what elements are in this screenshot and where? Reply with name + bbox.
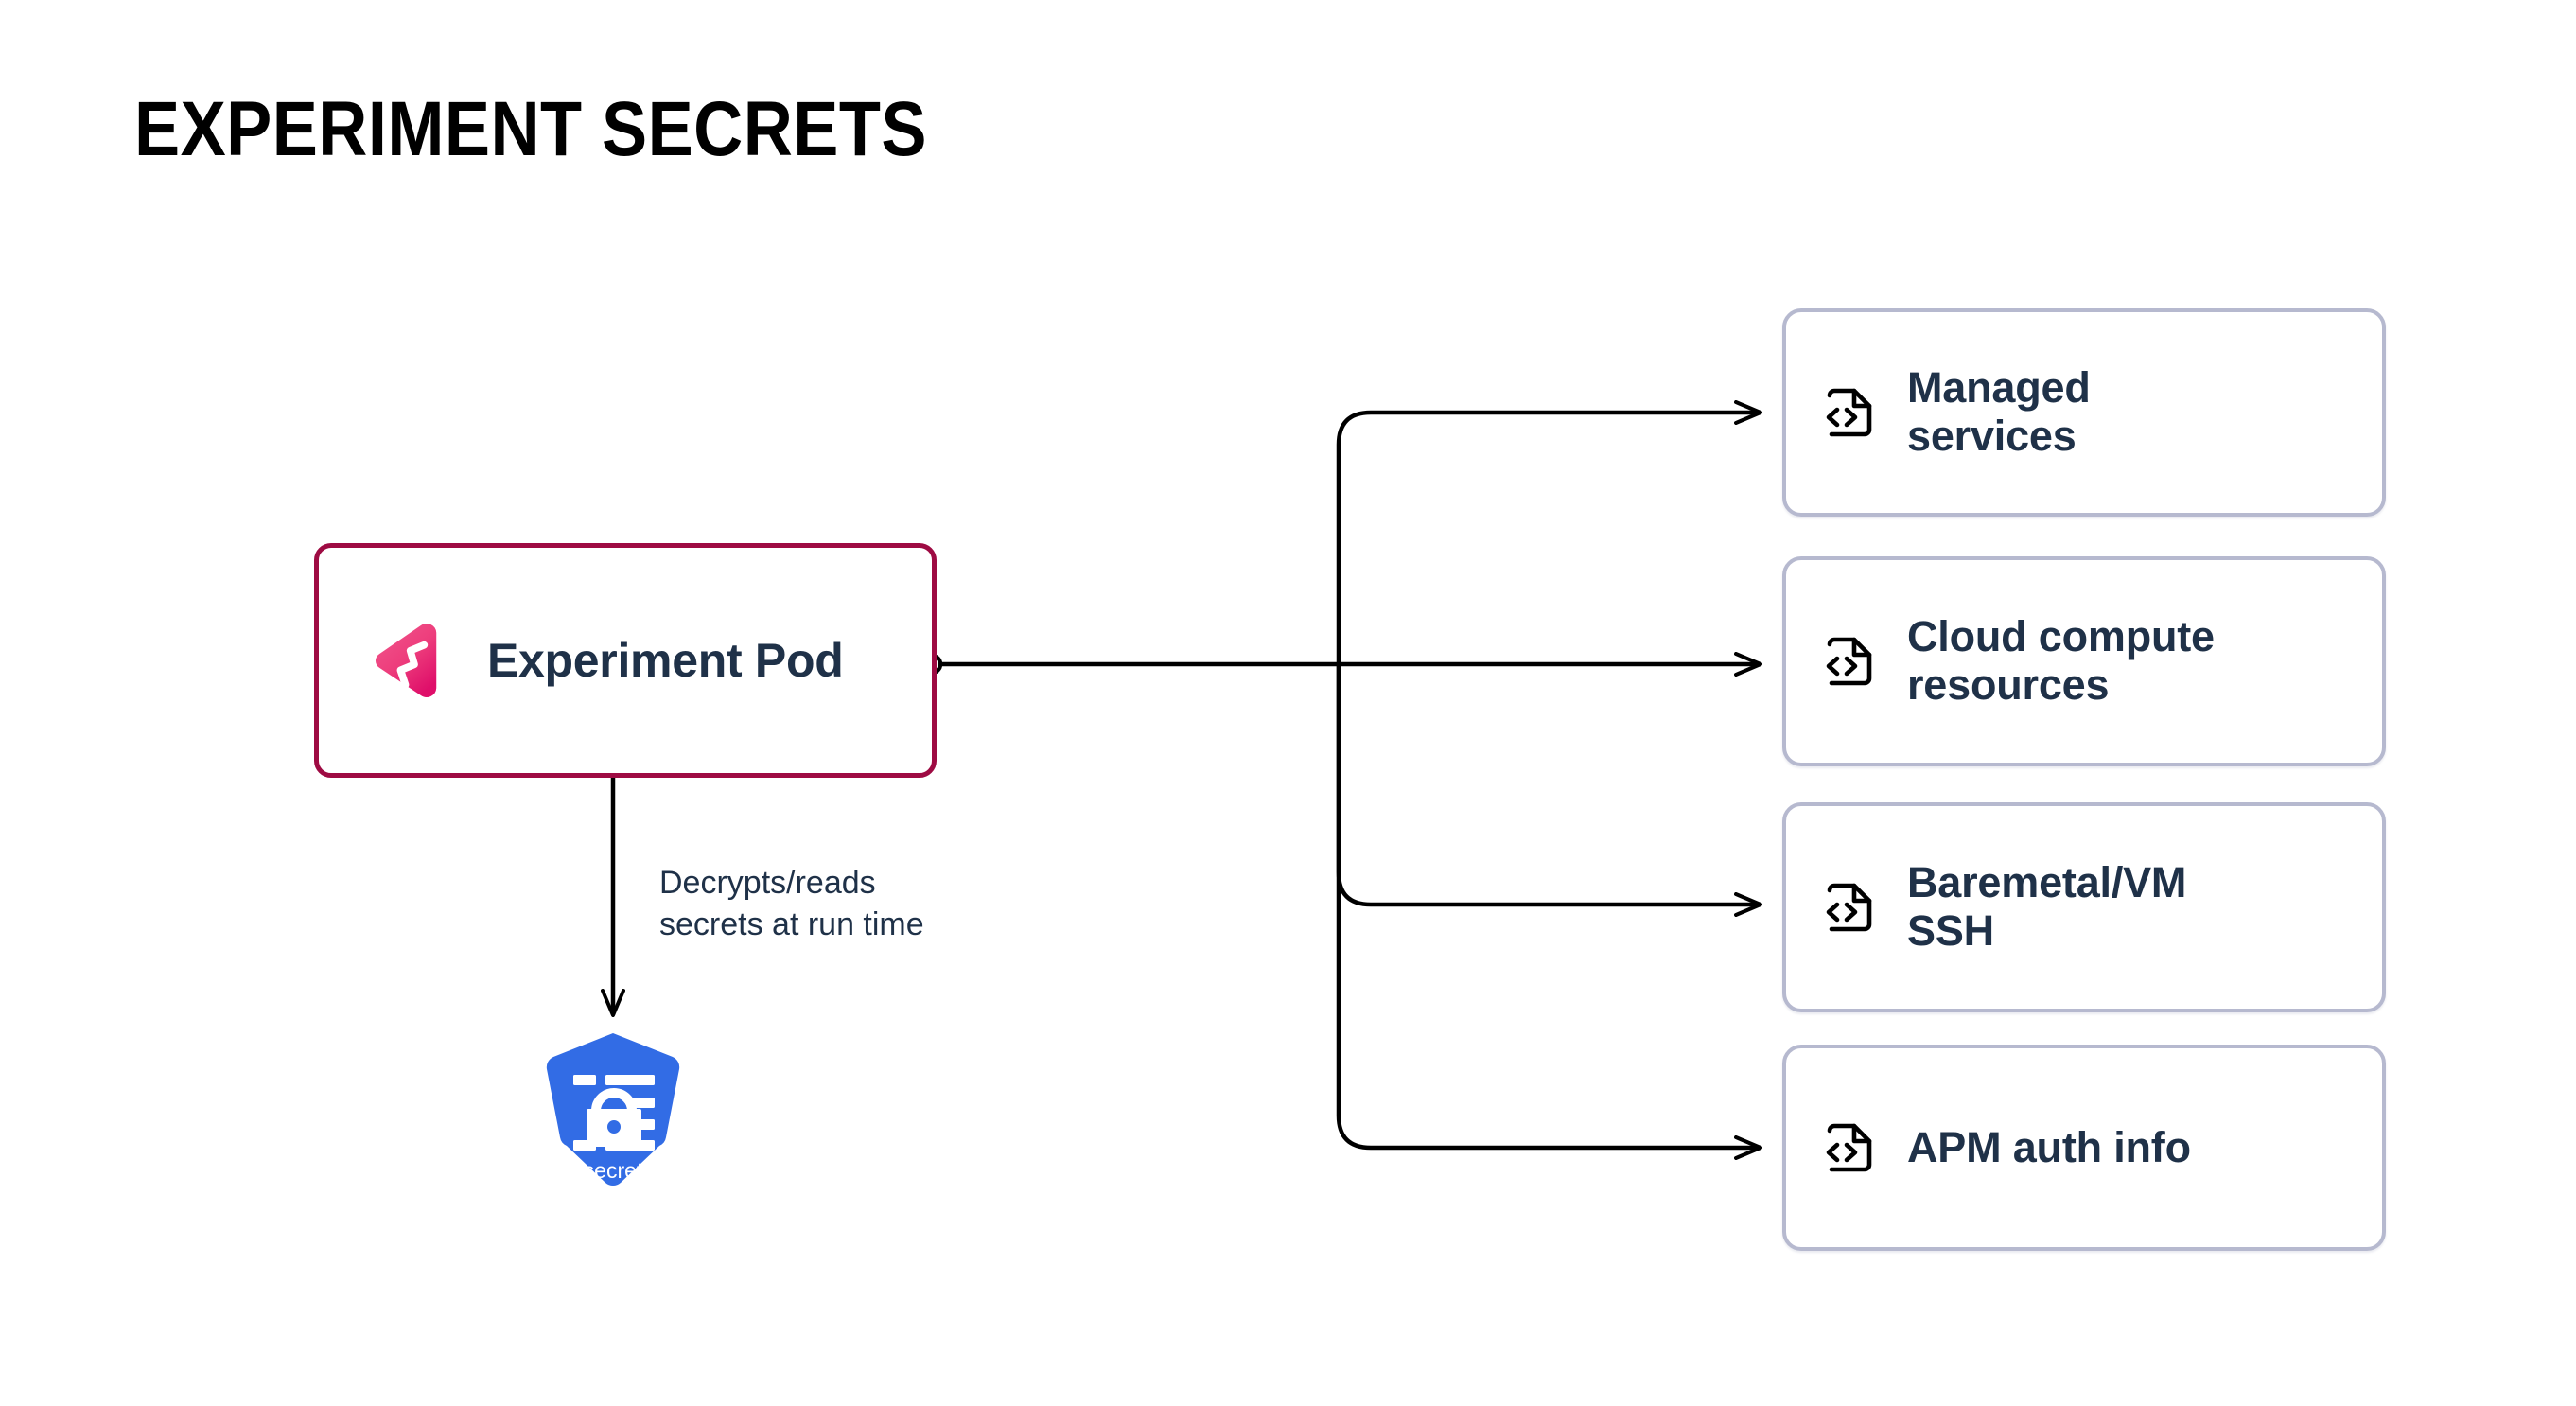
target-card-label-line-2: SSH <box>1907 906 1994 955</box>
edge-annotation-line-1: Decrypts/reads <box>659 865 876 901</box>
target-card-managed-services[interactable]: Managed services <box>1782 308 2386 517</box>
target-card-baremetal-vm-ssh[interactable]: Baremetal/VM SSH <box>1782 802 2386 1012</box>
file-code-icon <box>1820 878 1879 937</box>
file-code-icon <box>1820 632 1879 691</box>
edge-to-apm-auth <box>1336 661 1762 1160</box>
target-card-label-line-2: services <box>1907 412 2077 460</box>
target-card-label: Baremetal/VM SSH <box>1907 858 2187 956</box>
secret-label: secret <box>584 1158 643 1183</box>
target-card-apm-auth-info[interactable]: APM auth info <box>1782 1045 2386 1251</box>
kubernetes-secret-node[interactable]: secret <box>537 1031 689 1207</box>
target-card-label: Cloud compute resources <box>1907 612 2215 710</box>
target-card-label: Managed services <box>1907 363 2091 461</box>
edge-annotation-line-2: secrets at run time <box>659 905 924 942</box>
file-code-icon <box>1820 1118 1879 1177</box>
experiment-pod-label: Experiment Pod <box>487 634 844 687</box>
target-card-cloud-compute-resources[interactable]: Cloud compute resources <box>1782 556 2386 766</box>
edge-to-managed-services <box>1336 400 1762 667</box>
target-card-label-line-1: Managed <box>1907 363 2091 413</box>
gremlin-logo-icon <box>368 620 449 701</box>
page-title: EXPERIMENT SECRETS <box>134 86 927 172</box>
edge-to-baremetal-ssh <box>1336 661 1762 917</box>
file-code-icon <box>1820 383 1879 442</box>
kubernetes-secret-icon: secret <box>546 1033 680 1186</box>
target-card-label-line-1: APM auth info <box>1907 1122 2191 1171</box>
experiment-pod-node[interactable]: Experiment Pod <box>314 543 937 778</box>
target-card-label-line-2: resources <box>1907 660 2110 709</box>
target-card-label-line-1: Baremetal/VM <box>1907 858 2187 907</box>
edge-annotation: Decrypts/reads secrets at run time <box>659 863 1066 945</box>
target-card-label-line-1: Cloud compute <box>1907 612 2215 661</box>
target-card-label: APM auth info <box>1907 1122 2191 1172</box>
